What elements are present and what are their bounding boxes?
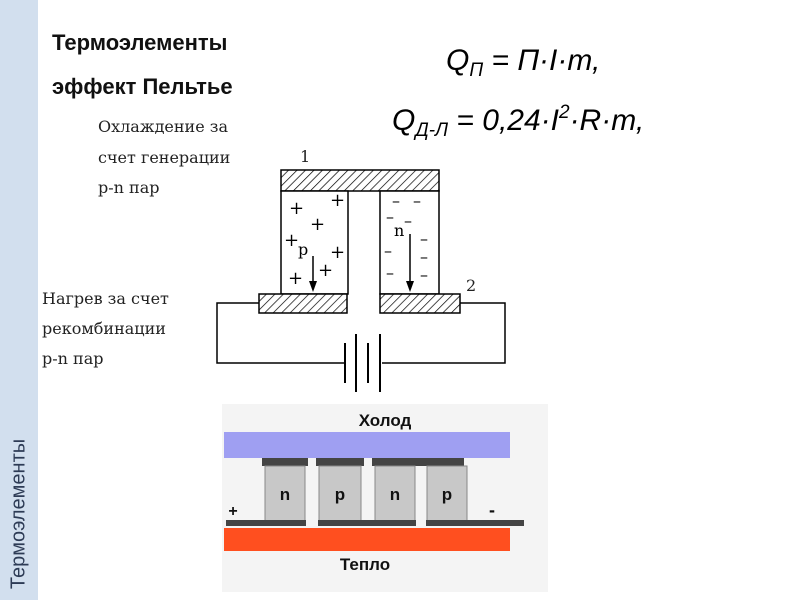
leg-4 — [426, 465, 468, 523]
bottom-lead-plus — [226, 520, 306, 526]
n-charge: – — [384, 241, 392, 260]
p-leg — [280, 190, 349, 295]
heating-label-line-2: рекомбинации — [42, 319, 166, 338]
leg-3 — [374, 465, 416, 523]
formula-joule-lenz-rhs-b: ·R·т, — [569, 104, 645, 137]
leg-2 — [318, 465, 362, 523]
top-junction — [262, 458, 308, 466]
p-letter: p — [298, 240, 308, 259]
n-arrow-head — [406, 281, 414, 292]
n-charge: – — [420, 229, 428, 248]
p-charge: + — [284, 230, 299, 251]
n-letter: n — [394, 221, 404, 240]
heating-label-line-3: p-n пар — [42, 349, 103, 368]
heat-label: Тепло — [340, 555, 390, 574]
formula-joule-lenz-rhs-a: = 0,24·I — [448, 104, 559, 137]
cooling-label-line-3: p-n пар — [98, 178, 159, 197]
wire-left — [216, 302, 345, 364]
formula-peltier: QП = П·I·т, — [446, 44, 600, 82]
leg-label-2: p — [335, 485, 345, 504]
n-charge: – — [404, 211, 412, 230]
slide-title-line-2: эффект Пельтье — [52, 74, 233, 99]
formula-joule-lenz-sub: Д-Л — [415, 120, 449, 141]
n-charge: – — [420, 265, 428, 284]
leg-label-3: n — [390, 485, 400, 504]
label-1: 1 — [300, 147, 310, 166]
heating-label-line-1: Нагрев за счет — [42, 289, 169, 308]
formula-joule-lenz: QД-Л = 0,24·I2·R·т, — [392, 102, 644, 142]
leg-1 — [264, 465, 306, 523]
upper-schematic: Охлаждение за счет генерации p-n пар Наг… — [42, 117, 506, 392]
n-charge: – — [386, 263, 394, 282]
n-charge: – — [413, 191, 421, 210]
formula-peltier-sub: П — [469, 60, 484, 81]
formula-joule-lenz-sup: 2 — [558, 102, 570, 123]
minus-terminal: - — [489, 500, 495, 520]
slide-title-line-1: Термоэлементы — [52, 30, 228, 55]
p-charge: + — [330, 242, 345, 263]
p-charge: + — [288, 268, 303, 289]
top-electrode — [280, 169, 440, 192]
leg-label-4: p — [442, 485, 452, 504]
p-charge: + — [310, 214, 325, 235]
sidebar: Термоэлементы — [0, 0, 38, 600]
top-junction — [316, 458, 364, 466]
formula-joule-lenz-q: Q — [392, 104, 416, 137]
n-charge: – — [392, 191, 400, 210]
plus-terminal: + — [228, 503, 237, 520]
bottom-junction — [318, 520, 416, 526]
label-2: 2 — [466, 276, 476, 295]
cooling-label-line-1: Охлаждение за — [98, 117, 228, 136]
hot-plate — [224, 528, 510, 551]
lower-module: Холод n p n p + - Тепло — [222, 404, 548, 592]
p-charge: + — [330, 190, 345, 211]
n-charge: – — [386, 207, 394, 226]
bottom-electrode-left — [258, 293, 348, 314]
cold-label: Холод — [359, 411, 412, 430]
wire-right — [382, 302, 506, 364]
cold-plate — [224, 432, 510, 458]
top-junction — [372, 458, 464, 466]
n-charge: – — [420, 247, 428, 266]
bottom-electrode-right — [379, 293, 461, 314]
p-charge: + — [289, 198, 304, 219]
p-arrow-head — [309, 281, 317, 292]
p-charge: + — [318, 260, 333, 281]
formula-peltier-q: Q — [446, 44, 470, 77]
formula-peltier-rhs: = П·I·т, — [483, 44, 601, 77]
leg-label-1: n — [280, 485, 290, 504]
cooling-label-line-2: счет генерации — [98, 148, 230, 167]
bottom-lead-minus — [426, 520, 524, 526]
